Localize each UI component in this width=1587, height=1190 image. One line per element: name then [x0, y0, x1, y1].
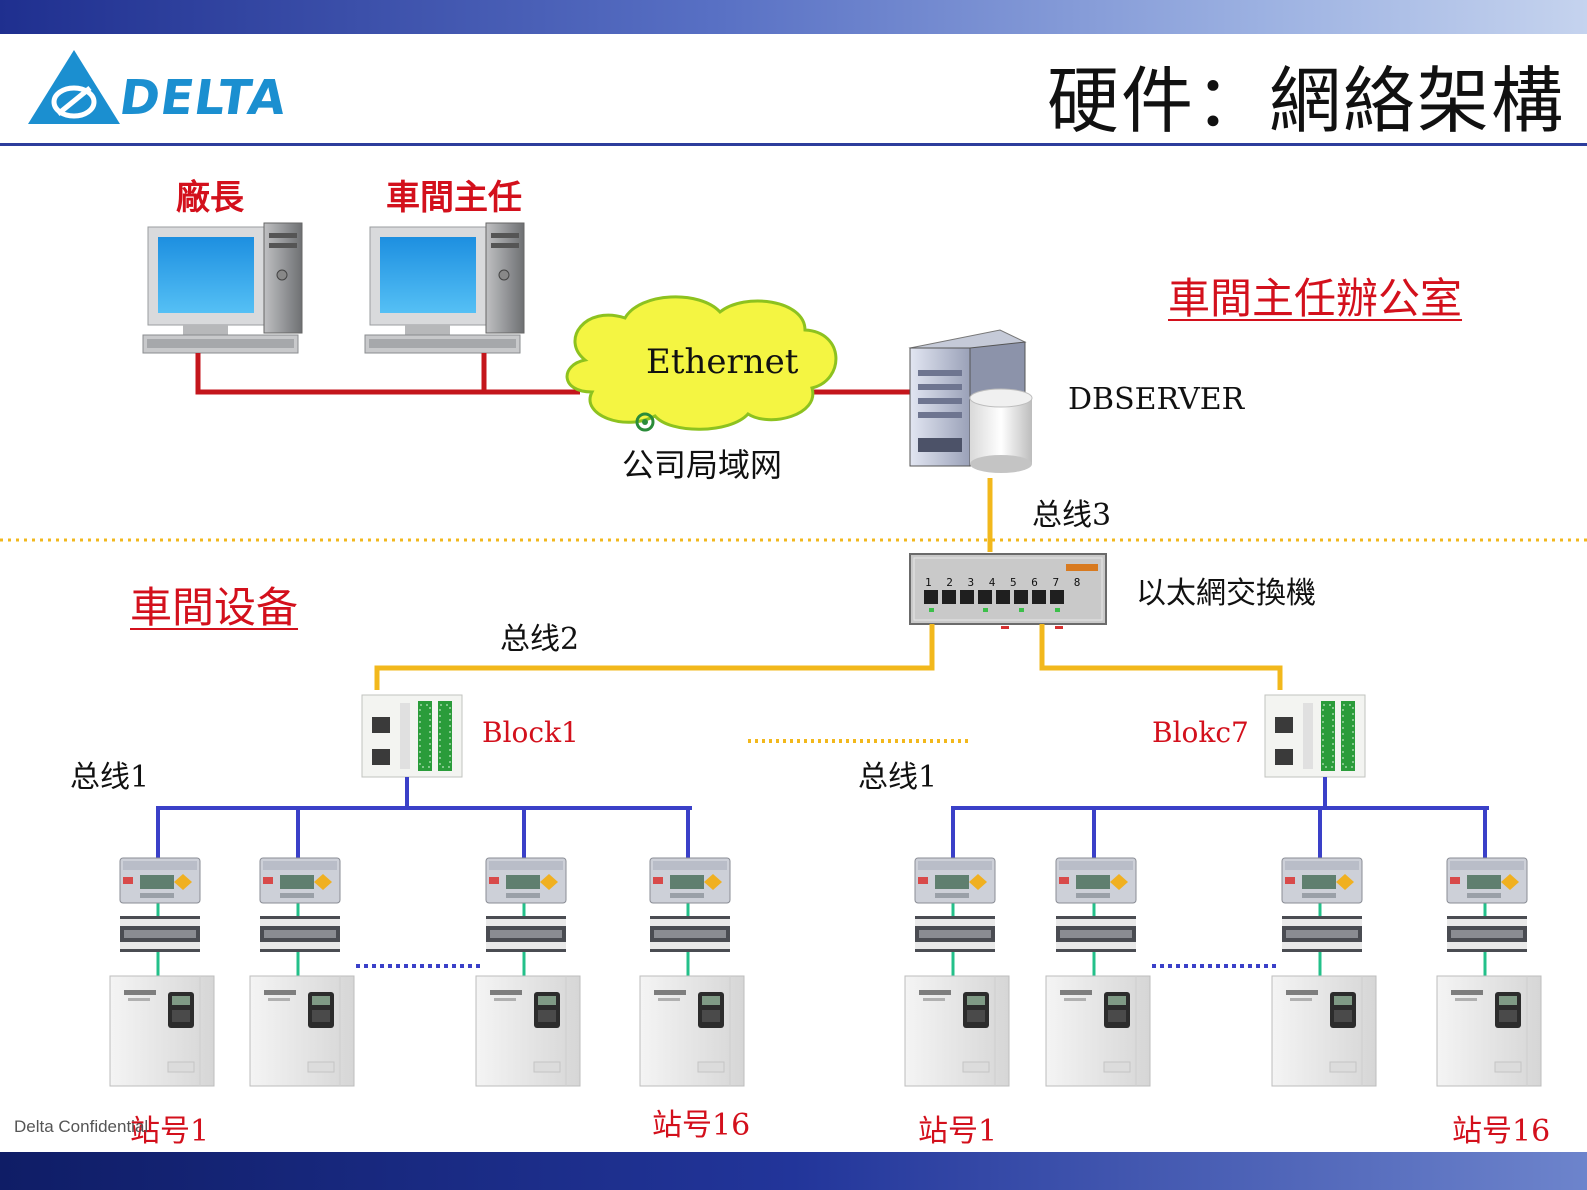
label-workshop-director: 車間主任 — [386, 178, 522, 218]
station-stack-right-4 — [1436, 857, 1542, 1087]
io-module-icon — [915, 916, 995, 952]
hmi-icon — [1281, 857, 1363, 904]
station-stack-left-2 — [249, 857, 355, 1087]
label-switch: 以太網交換機 — [1136, 576, 1316, 611]
io-module-icon — [486, 916, 566, 952]
delta-logo-icon — [28, 50, 120, 124]
inverter-icon — [249, 975, 355, 1087]
database-icon — [969, 388, 1033, 473]
ethernet-cable — [195, 353, 910, 395]
label-company-lan: 公司局域网 — [622, 446, 783, 484]
hmi-icon — [1446, 857, 1528, 904]
switch-icon: 1 2 3 4 5 6 7 8 — [909, 553, 1107, 629]
label-station16-left: 站号16 — [652, 1108, 751, 1143]
bus1-line-left — [156, 777, 692, 858]
cloud-icon — [565, 295, 838, 431]
confidential-footer: Delta Confidential — [14, 1117, 149, 1136]
bus1-line-right — [951, 777, 1489, 858]
label-station1-right: 站号1 — [918, 1114, 998, 1149]
io-module-icon — [1447, 916, 1527, 952]
computer-icon-factory-manager — [142, 222, 303, 354]
inverter-icon — [475, 975, 581, 1087]
station-stack-left-3 — [475, 857, 581, 1087]
label-block7: Blokc7 — [1152, 716, 1249, 749]
inverter-icon — [1271, 975, 1377, 1087]
label-director-office: 車間主任辦公室 — [1168, 274, 1463, 323]
hmi-icon — [259, 857, 341, 904]
inverter-icon — [639, 975, 745, 1087]
bus2-line-left — [374, 624, 935, 690]
hmi-icon — [119, 857, 201, 904]
inverter-icon — [109, 975, 215, 1087]
inverter-icon — [904, 975, 1010, 1087]
header-divider — [0, 143, 1587, 146]
hmi-icon — [485, 857, 567, 904]
hmi-icon — [649, 857, 731, 904]
label-bus3: 总线3 — [1032, 498, 1112, 533]
plc-icon-block1 — [361, 694, 463, 778]
bottom-bar — [0, 1152, 1587, 1190]
switch-port-numbers: 1 2 3 4 5 6 7 8 — [925, 576, 1084, 589]
io-module-icon — [650, 916, 730, 952]
label-bus2: 总线2 — [500, 622, 580, 657]
bus2-line-right — [1039, 624, 1283, 690]
io-module-icon — [120, 916, 200, 952]
label-dbserver: DBSERVER — [1068, 382, 1245, 417]
io-module-icon — [1056, 916, 1136, 952]
top-bar — [0, 0, 1587, 34]
inverter-icon — [1045, 975, 1151, 1087]
label-station1-left: 站号1 — [130, 1114, 210, 1149]
label-workshop-equipment: 車間设备 — [130, 583, 299, 632]
station-stack-left-1 — [109, 857, 215, 1087]
station-stack-left-4 — [639, 857, 745, 1087]
label-bus1-right: 总线1 — [858, 760, 938, 795]
page-title: 硬件：網絡架構 — [1046, 59, 1565, 143]
plc-icon-block7 — [1264, 694, 1366, 778]
station-stack-right-1 — [904, 857, 1010, 1087]
label-station16-right: 站号16 — [1452, 1114, 1551, 1149]
hmi-icon — [914, 857, 996, 904]
station-stack-right-2 — [1045, 857, 1151, 1087]
lan-node-icon — [635, 412, 655, 432]
computer-icon-workshop-director — [364, 222, 525, 354]
label-factory-manager: 廠長 — [176, 178, 244, 218]
hmi-icon — [1055, 857, 1137, 904]
label-block1: Block1 — [482, 716, 579, 749]
station-stack-right-3 — [1271, 857, 1377, 1087]
inverter-icon — [1436, 975, 1542, 1087]
label-bus1-left: 总线1 — [70, 760, 150, 795]
label-ethernet: Ethernet — [646, 342, 799, 382]
io-module-icon — [1282, 916, 1362, 952]
io-module-icon — [260, 916, 340, 952]
